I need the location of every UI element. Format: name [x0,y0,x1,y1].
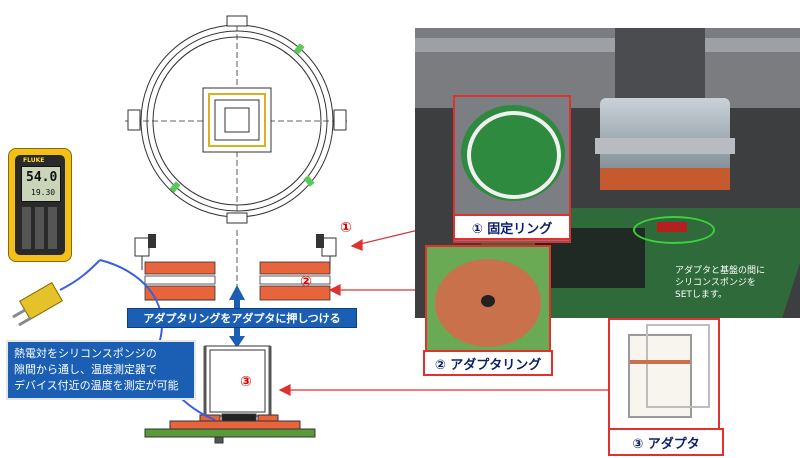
push-arrow [229,285,245,348]
sponge-note-line: アダプタと基盤の間に [675,266,766,276]
photo-ring-band [595,138,735,154]
adapter-cage [628,334,692,418]
instruction-banner: アダプタリングをアダプタに押しつける [127,308,357,328]
top-view-drawing [125,15,350,224]
adapter-orange-strip [630,360,690,364]
marker-3: ③ [240,374,252,390]
side-view-ring [134,230,337,301]
reading-sub: 19.30 [31,188,56,197]
sponge-highlight [633,216,715,244]
thermocouple-note: 熱電対をシリコンスポンジの 隙間から通し、温度測定器で デバイス付近の温度を測定… [6,340,196,400]
note-line: デバイス付近の温度を測定が可能 [14,379,179,392]
sponge-note: アダプタと基盤の間に シリコンスポンジを SETします。 [675,265,795,301]
thermometer-device: FLUKE 54.0 19.30 [8,148,72,262]
label-fixing-ring: ① 固定リング [453,214,571,240]
note-line: 熱電対をシリコンスポンジの [14,347,157,360]
white-ring [467,111,561,199]
photo-shelf [415,38,800,52]
note-line: 隙間から通し、温度測定器で [14,363,157,376]
disc-hole [481,295,495,307]
sponge-note-line: SETします。 [675,290,727,300]
thermocouple-wire [99,259,216,421]
sponge-note-line: シリコンスポンジを [675,278,756,288]
marker-1: ① [340,220,352,236]
adapter-cage-back [646,324,710,408]
thermometer-buttons [22,207,58,249]
side-view-adapter [144,345,316,444]
label-adapter: ③ アダプタ [608,428,724,456]
device-red-spot [657,222,687,232]
label-adapter-ring: ② アダプタリング [423,350,553,376]
marker-2: ② [300,274,312,290]
thermometer-brand: FLUKE [23,157,45,164]
photo-press-column [615,28,705,98]
photo-orange-ring [600,168,730,190]
thermometer-screen: 54.0 19.30 [21,166,61,202]
reading-main: 54.0 [26,170,58,185]
